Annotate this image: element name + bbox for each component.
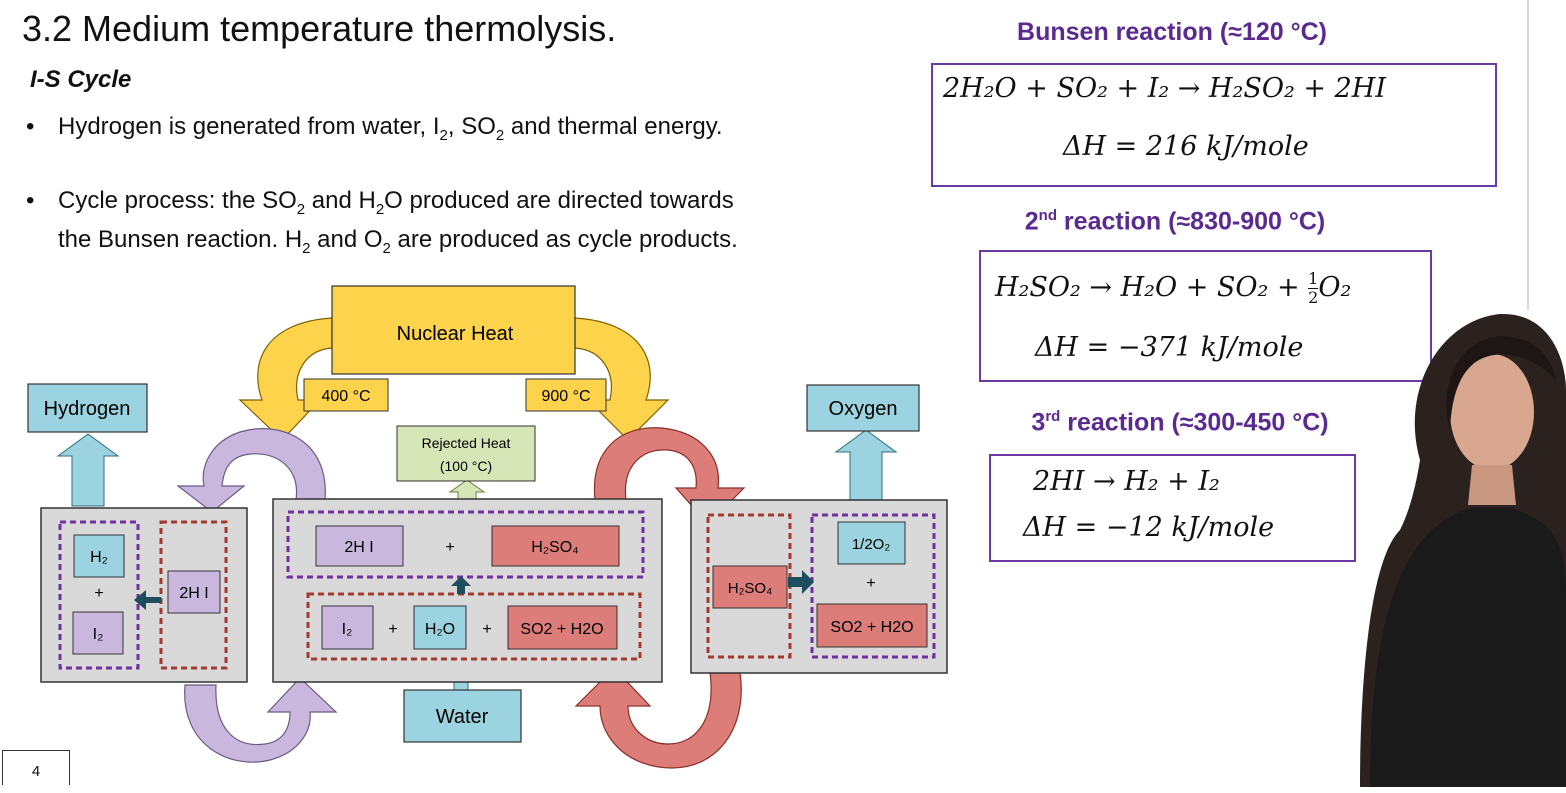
temp-400-label: 400 °C [321,388,370,405]
bunsen-equation: 2H₂O + SO₂ + I₂ → H₂SO₂ + 2HI [943,73,1386,104]
slide-edge [1527,0,1529,310]
nuclear-heat-box [331,285,576,375]
hydrogen-box [27,383,148,433]
left-plus: + [94,585,103,602]
right-h2so4-box [712,565,788,609]
right-internal-arrow [788,570,814,594]
nuclear-heat-label: Nuclear Heat [397,323,514,345]
water-box [403,689,522,743]
left-products-group [58,520,140,670]
slide-title: 3.2 Medium temperature thermolysis. [22,8,617,49]
temp-900-label: 900 °C [541,388,590,405]
third-reaction-title: 3rd reaction (≈300-450 °C) [1031,408,1329,437]
rejected-heat-box [396,425,536,482]
left-h2-label: H₂ [90,549,108,566]
right-so2h2o-box [816,603,928,648]
rejected-heat-label: Rejected Heat [422,435,511,451]
left-reactant-group [159,520,228,670]
left-hi-box [167,570,221,614]
third-equation: 2HI → H₂ + I₂ [1033,466,1220,497]
red-cycle-arrow-bottom [574,667,742,769]
bullet-icon: • [26,113,35,140]
water-label: Water [436,706,489,728]
middle-h2o-label: H₂O [425,621,455,638]
bullet-icon: • [26,187,35,214]
middle-hi-box [315,525,404,567]
bunsen-enthalpy: ΔH = 216 kJ/mole [1063,131,1309,162]
purple-cycle-arrow-bottom [184,677,338,763]
middle-internal-arrow [451,576,471,594]
slide-subtitle: I-S Cycle [30,66,132,93]
page-number: 4 [2,750,70,785]
middle-hi-label: 2H I [344,539,373,556]
middle-plus-1: + [388,621,397,638]
bunsen-reaction-title: Bunsen reaction (≈120 °C) [1017,18,1327,46]
third-reaction-box: 2HI → H₂ + I₂ ΔH = −12 kJ/mole [989,454,1356,562]
right-h2so4-label: H₂SO₄ [728,580,772,597]
middle-i2-box [321,605,374,650]
oxygen-label: Oxygen [829,398,898,420]
third-enthalpy: ΔH = −12 kJ/mole [1023,512,1275,543]
right-half-o2-box [837,521,906,565]
middle-reactants-group [306,592,642,661]
middle-i2-label: I₂ [342,621,353,638]
right-products-group [810,513,936,659]
left-hi-label: 2H I [179,585,208,602]
oxygen-box [806,384,920,432]
hydrogen-output-arrow [56,433,120,507]
left-i2-box [72,611,124,655]
second-reaction-title: 2nd reaction (≈830-900 °C) [1024,207,1326,236]
second-enthalpy: ΔH = −371 kJ/mole [1035,332,1304,363]
middle-plus-top: + [445,539,454,556]
right-so2h2o-label: SO2 + H2O [830,619,913,636]
left-i2-label: I₂ [93,626,104,643]
left-h2-box [73,534,125,578]
right-half-o2-label: 1/2O₂ [852,536,891,553]
oxygen-output-arrow [834,429,898,501]
temp-400-box [303,378,389,412]
temp-900-box [525,378,607,412]
middle-h2so4-label: H₂SO₄ [531,539,578,556]
bunsen-reaction-box: 2H₂O + SO₂ + I₂ → H₂SO₂ + 2HI ΔH = 216 k… [931,63,1497,187]
presenter-video [1360,313,1566,787]
hydrogen-label: Hydrogen [44,398,131,420]
middle-so2h2o-box [507,605,618,650]
middle-h2o-box [413,605,467,650]
right-plus: + [866,575,875,592]
purple-cycle-arrow-top [176,428,326,513]
rejected-heat-temp: (100 °C) [440,458,492,474]
middle-so2h2o-label: SO2 + H2O [520,621,603,638]
middle-plus-2: + [482,621,491,638]
middle-h2so4-box [491,525,620,567]
left-internal-arrow [134,590,161,610]
